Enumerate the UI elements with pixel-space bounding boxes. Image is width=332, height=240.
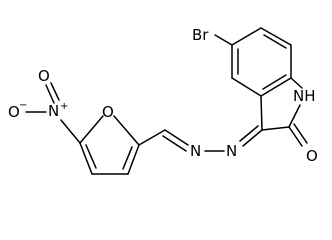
- molecule-structure: Br O N + O − O N N NH O: [8, 26, 318, 175]
- bond-n1-c2: [288, 104, 301, 128]
- atom-lactam-nh: NH: [293, 87, 316, 105]
- atom-furan-oxygen: O: [102, 103, 114, 121]
- bond-c5-br: [214, 34, 233, 46]
- atom-hydrazone-n1: N: [226, 142, 237, 160]
- bond-furan-c3-c2-inner: [122, 146, 133, 170]
- bond-c3a-c4: [231, 77, 262, 97]
- bond-c2-o: [288, 126, 303, 147]
- atom-carbonyl-oxygen: O: [306, 147, 318, 165]
- bonds: [25, 27, 308, 175]
- bond-c2-c3: [261, 126, 290, 131]
- atom-nitro-oxygen-single: O: [8, 103, 20, 121]
- bond-furan-o-c5: [79, 115, 104, 144]
- bond-c2-o-second: [293, 123, 308, 144]
- bond-c6-c7-inner: [263, 34, 287, 49]
- atom-nitro-nitrogen: N: [48, 102, 59, 120]
- bond-ch-furan: [138, 129, 166, 146]
- bond-furan-c5-c4: [79, 142, 93, 175]
- bond-n-ch: [164, 129, 189, 146]
- bond-furan-c2-o: [113, 115, 140, 146]
- bond-c6-c7: [260, 27, 292, 46]
- bond-nitro-n-o-double: [45, 84, 55, 104]
- bond-c5-c6: [231, 27, 262, 46]
- bond-c3-n: [242, 129, 263, 147]
- bond-c7a-n1: [290, 77, 303, 89]
- atom-hydrazone-n2: N: [190, 142, 201, 160]
- bond-c5-nitro-n: [60, 119, 81, 144]
- bond-c7a-c3a-inner: [262, 74, 287, 90]
- bond-nitro-n-o-double-second: [50, 82, 60, 101]
- bond-furan-c3-c2: [127, 144, 140, 175]
- bond-c3-c3a: [260, 95, 263, 131]
- atom-bromine: Br: [192, 26, 209, 44]
- bond-n-ch-second: [162, 135, 187, 152]
- nitro-oxygen-negative-charge: −: [19, 100, 27, 111]
- atom-nitro-oxygen-double: O: [38, 67, 50, 85]
- atom-labels: Br O N + O − O N N NH O: [8, 26, 318, 165]
- nitro-positive-charge: +: [60, 101, 68, 112]
- bond-c7a-c3a: [260, 77, 292, 97]
- bond-c3-n-second: [239, 125, 259, 142]
- bond-furan-c5-c4-inner: [85, 144, 97, 169]
